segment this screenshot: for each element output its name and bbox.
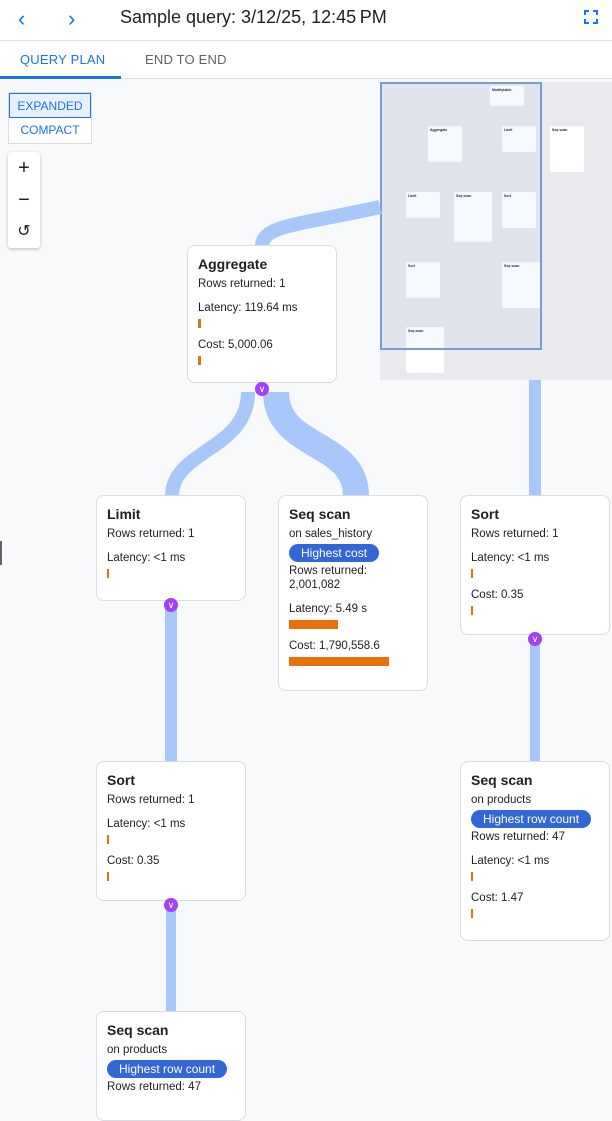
chevron-left-icon[interactable]: ‹ [18,6,26,31]
minimap-node: Seq scan [502,262,540,308]
cost: Cost: 1,790,558.6 [289,640,380,652]
collapse-chevron-icon[interactable]: ∨ [164,898,178,912]
compact-button[interactable]: COMPACT [20,123,80,137]
active-tab-indicator [0,76,121,79]
chevron-right-icon[interactable]: › [68,6,76,31]
tab-end-to-end[interactable]: END TO END [145,52,227,67]
rows-returned: Rows returned: 47 [107,1081,201,1093]
latency: Latency: <1 ms [471,552,550,564]
expanded-button[interactable]: EXPANDED [9,93,91,118]
node-sort-left[interactable]: Sort Rows returned: 1 Latency: <1 ms Cos… [96,761,246,901]
status-badge: Highest cost [289,544,380,562]
latency-bar [198,319,201,328]
minimap-node: Sort [502,192,536,228]
minimap-node: Seq scan [406,327,444,373]
node-title: Seq scan [471,772,533,788]
latency: Latency: <1 ms [107,818,186,830]
minimap-node: Seq scan [454,192,492,242]
edge [255,200,382,248]
table-name: on products [471,794,532,806]
minimap-node: Limit [406,192,440,218]
latency-bar [471,569,473,578]
rows-returned: Rows returned: 1 [107,528,195,540]
header: ‹ › Sample query: 3/12/25, 12:45 PM [0,0,612,41]
minimap-node: Aggregate [428,126,462,162]
cost: Cost: 0.35 [471,589,524,601]
collapse-chevron-icon[interactable]: ∨ [528,632,542,646]
node-title: Seq scan [289,506,351,522]
scroll-handle[interactable] [0,541,2,565]
minimap-viewport[interactable] [380,82,542,350]
node-sort-right[interactable]: Sort Rows returned: 1 Latency: <1 ms Cos… [460,495,610,635]
latency-bar [107,569,109,578]
cost-bar [198,356,201,365]
node-seq-scan-products-right[interactable]: Seq scan on products Highest row count R… [460,761,610,941]
node-title: Seq scan [107,1022,169,1038]
node-limit[interactable]: Limit Rows returned: 1 Latency: <1 ms [96,495,246,601]
latency-bar [107,835,109,844]
latency: Latency: <1 ms [107,552,186,564]
reset-zoom-button[interactable]: ↺ [17,223,31,240]
node-aggregate[interactable]: Aggregate Rows returned: 1 Latency: 119.… [187,245,337,383]
latency: Latency: 5.49 s [289,603,367,615]
view-mode-toggle: EXPANDED COMPACT [8,92,92,144]
cost-bar [289,657,389,666]
rows-returned: Rows returned: 47 [471,831,565,843]
latency-bar [471,872,473,881]
node-title: Limit [107,506,141,522]
minimap-node: Sort [406,262,440,298]
latency: Latency: 119.64 ms [198,302,298,314]
fullscreen-icon[interactable] [584,10,598,24]
edge [263,390,369,498]
node-title: Sort [107,772,135,788]
zoom-out-button[interactable]: − [18,189,30,211]
minimap[interactable]: Modifytable Aggregate Limit Seq scan Lim… [380,82,612,380]
rows-returned: Rows returned: 1 [198,278,286,290]
cost-bar [471,606,473,615]
minimap-node: Modifytable [490,86,524,106]
edge [165,391,255,497]
rows-returned: Rows returned: 2,001,082 [289,565,367,591]
collapse-chevron-icon[interactable]: ∨ [164,598,178,612]
latency: Latency: <1 ms [471,855,550,867]
node-title: Aggregate [198,256,268,272]
status-badge: Highest row count [471,810,592,828]
cost: Cost: 5,000.06 [198,339,273,351]
node-title: Sort [471,506,499,522]
node-seq-scan-sales-history[interactable]: Seq scan on sales_history Highest cost R… [278,495,428,691]
page-title: Sample query: 3/12/25, 12:45 PM [120,7,387,27]
minimap-node: Seq scan [550,126,584,172]
status-badge: Highest row count [107,1060,228,1078]
tab-query-plan[interactable]: QUERY PLAN [20,52,106,67]
zoom-in-button[interactable]: + [18,157,30,179]
cost: Cost: 1.47 [471,892,524,904]
zoom-controls: + − ↺ [8,152,40,248]
cost-bar [471,909,473,918]
cost-bar [107,872,109,881]
collapse-chevron-icon[interactable]: ∨ [255,382,269,396]
minimap-node: Limit [502,126,536,152]
table-name: on products [107,1044,168,1056]
rows-returned: Rows returned: 1 [107,794,195,806]
latency-bar [289,620,338,629]
rows-returned: Rows returned: 1 [471,528,559,540]
node-seq-scan-products-left[interactable]: Seq scan on products Highest row count R… [96,1011,246,1121]
cost: Cost: 0.35 [107,855,160,867]
table-name: on sales_history [289,528,373,540]
tab-bar: QUERY PLAN END TO END [0,42,612,79]
